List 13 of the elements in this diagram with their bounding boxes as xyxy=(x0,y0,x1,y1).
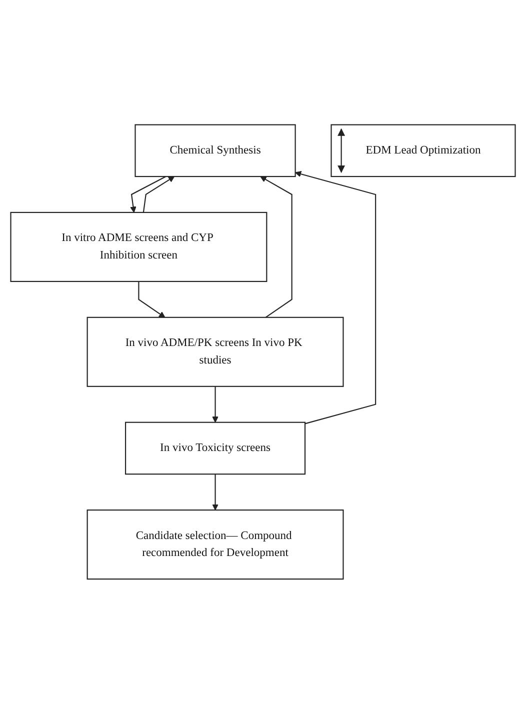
node-box: Candidate selection— Compound recommended for Development xyxy=(86,510,344,580)
node-box: Chemical Synthesis xyxy=(134,124,296,178)
arrow xyxy=(142,176,175,213)
node-box: In vivo ADME/PK screens In vivo PK studies xyxy=(86,316,344,388)
arrow xyxy=(295,171,376,424)
arrow xyxy=(130,176,166,213)
arrow xyxy=(212,386,218,423)
arrow xyxy=(260,176,292,318)
node-box: In vitro ADME screens and CYP Inhibition screen xyxy=(10,212,268,282)
arrow xyxy=(138,282,166,318)
arrow xyxy=(212,474,218,510)
node-box: In vivo Toxicity screens xyxy=(125,422,306,475)
node-box: EDM Lead Optimization xyxy=(330,124,516,178)
